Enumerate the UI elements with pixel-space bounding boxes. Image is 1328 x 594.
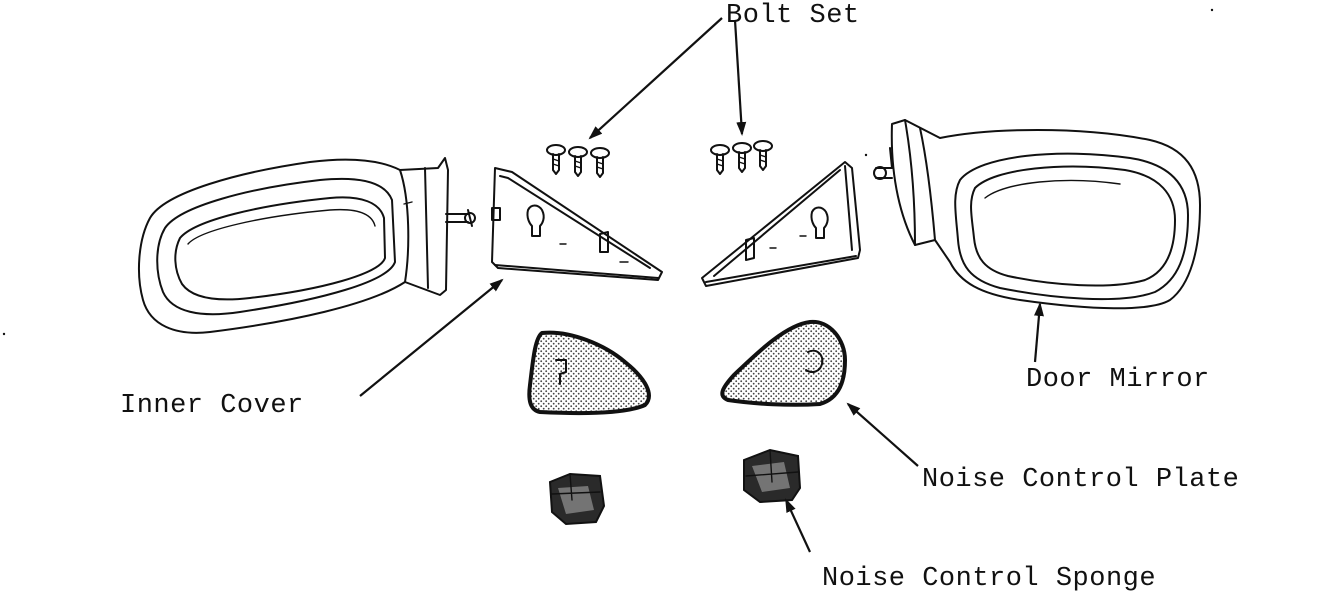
right-inner-cover [701,161,861,287]
bolt-set-right [710,140,773,175]
leader-bolt-set-left [588,17,723,140]
left-door-mirror [137,157,476,334]
noise-control-sponge-left [548,472,606,526]
noise-control-plate-left [527,330,651,416]
bolt-set-left [546,144,610,178]
right-door-mirror [873,119,1201,310]
label-inner-cover: Inner Cover [120,391,304,421]
label-bolt-set: Bolt Set [726,1,860,31]
speck [1210,8,1214,12]
noise-control-plate-right [720,319,847,407]
label-noise-control-plate: Noise Control Plate [922,465,1239,495]
left-inner-cover [491,167,663,281]
label-door-mirror: Door Mirror [1026,365,1210,395]
leader-noise-control-plate [846,402,919,467]
leader-noise-control-sponge [785,498,811,553]
leader-bolt-set-right [733,19,747,136]
leader-lines [359,17,1044,553]
leader-inner-cover [359,278,504,397]
noise-control-sponge-right [743,448,802,504]
leader-door-mirror [1033,302,1044,363]
speck [2,332,6,336]
label-noise-control-sponge: Noise Control Sponge [822,564,1156,594]
speck [864,153,868,157]
